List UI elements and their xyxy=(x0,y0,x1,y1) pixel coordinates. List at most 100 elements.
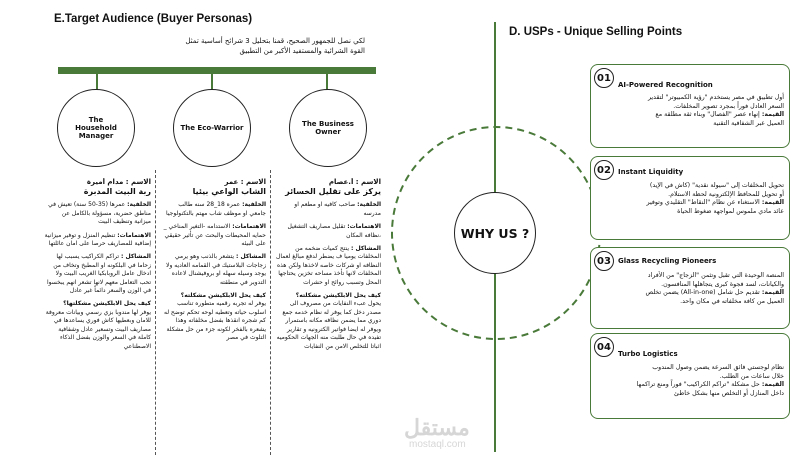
problems-label: المشاكل : xyxy=(235,253,266,261)
persona-background: الخلفية: عمره 18_28 سنه طالب جامعي او مو… xyxy=(160,201,266,218)
interests-label: الاهتمامات: xyxy=(347,223,381,231)
persona-problems: المشاكل : يتشعر بالذنب وهو يرمي زجاجات ا… xyxy=(160,253,266,287)
interests-text: تقليل مصاريف التشغيل ،نظافه المكان xyxy=(287,223,381,239)
persona-interests: الاهتمامات: تنظيم المنزل و توفير ميزانية… xyxy=(44,232,151,249)
watermark-logo: مستقل xyxy=(404,415,470,440)
why-us-circle: WHY US ? xyxy=(454,192,536,274)
audience-intro-line-2: القوة الشرائية والمستفيد الأكبر من التطب… xyxy=(239,47,365,55)
usp-line: عائد مادي ملموس لمواجهة ضغوط الحياة xyxy=(677,207,784,215)
connector-household xyxy=(96,74,98,91)
persona-circle-eco-label: The Eco-Warrior xyxy=(180,124,244,132)
usp-number-4: 04 xyxy=(594,337,614,357)
audience-intro-line-1: لكي نصل للجمهور الصحيح، قمنا بتحليل 3 شر… xyxy=(185,37,365,45)
persona-name-sub: ربة البيت المدبرة xyxy=(83,187,151,197)
usp-heading-4: Turbo Logistics xyxy=(618,350,678,358)
background-label: الخلفية: xyxy=(242,201,266,209)
interests-text: الاستدامه -التغير المناخي _ حمايه المحيط… xyxy=(163,223,266,248)
usp-line: خلال ساعات من الطلب. xyxy=(719,372,784,380)
watermark-url: mostaql.com xyxy=(409,439,466,450)
usp-line: داخل المنازل أو التخلص منها بشكل خاطئ xyxy=(674,389,784,397)
solution-question: كيف يحل الابلكيشن مشكلته؟ xyxy=(180,292,266,300)
persona-problems: المشاكل : تراكم الكراكيب يسبب لها زحاما … xyxy=(44,253,151,295)
usp-value-label: القيمة: xyxy=(761,199,784,207)
usp-value-label: القيمة: xyxy=(761,289,784,297)
interests-text: تنظيم المنزل و توفير ميزانية إضافية للمص… xyxy=(44,231,151,248)
usp-line: أو تحويل للمحافظ الإلكترونية لحظة الاستل… xyxy=(668,190,784,198)
interests-label: الاهتمامات: xyxy=(232,223,266,231)
column-divider-1 xyxy=(155,170,156,455)
usp-value: القيمة: الاستغناء عن نظام "النقاط" التقل… xyxy=(594,199,784,208)
background-label: الخلفية: xyxy=(357,201,381,209)
usp-line: العميل عبر الشفافية التقنية xyxy=(713,119,784,127)
persona-name-sub: يركز على تقليل الخسائر xyxy=(285,187,381,197)
usp-text-1: أول تطبيق في مصر يستخدم "رؤية الكمبيوتر"… xyxy=(594,94,784,128)
connector-eco xyxy=(211,74,213,91)
why-us-label: WHY US ? xyxy=(460,225,530,241)
usp-text-4: نظام لوجستي فائق السرعة يضمن وصول المندو… xyxy=(594,364,784,398)
usp-value: القيمة: إنهاء عصر "الفصال" وبناء ثقة مطل… xyxy=(594,111,784,120)
usp-number-1: 01 xyxy=(594,68,614,88)
usp-value: القيمة: حل مشكلة "تراكم الكراكيب" فوراً … xyxy=(594,381,784,390)
usp-line: السعر العادل فوراً بمجرد تصوير المخلفات. xyxy=(673,102,784,110)
usp-card-2 xyxy=(590,156,790,240)
persona-circle-business-label: The Business Owner xyxy=(302,120,354,136)
persona-background: الخلفية: عمرها (35-50 سنة) تعيش في مناطق… xyxy=(44,201,151,226)
persona-problems: المشاكل : ينتج كميات ضخمه من المخلفات يو… xyxy=(275,245,381,287)
solution-text: يوفر لها مندوبا بزي رسمي وبيانات معروفة … xyxy=(45,308,151,350)
usp-line: المنصة الوحيدة التي تقبل وتثمن "الزجاج" … xyxy=(647,272,784,279)
usp-heading-1: AI-Powered Recognition xyxy=(618,81,713,89)
problems-label: المشاكل : xyxy=(350,245,381,253)
usp-card-4 xyxy=(590,333,790,419)
usp-number-2: 02 xyxy=(594,160,614,180)
connector-business xyxy=(326,74,328,91)
persona-header-bar xyxy=(58,67,376,74)
persona-column-eco: الاسم : عمر الشاب الواعي بيئيا الخلفية: … xyxy=(160,178,266,458)
column-divider-2 xyxy=(270,170,271,455)
problems-text: يتشعر بالذنب وهو يرمي زجاجات البلاستيك ف… xyxy=(166,253,266,286)
usp-line: والكيانات، لسد فجوة كبرى يتجاهلها المناف… xyxy=(661,280,784,288)
problems-text: ينتج كميات ضخمه من المخلفات يوميا ف يضطر… xyxy=(275,245,381,286)
usp-value-text: تقديم حل شامل (All-in-one) يضمن تخلص xyxy=(645,289,762,297)
usp-line: تحويل المخلفات إلى "سيولة نقدية" (كاش في… xyxy=(649,182,784,189)
usp-value-text: إنهاء عصر "الفصال" وبناء ثقة مطلقة مع xyxy=(655,111,762,119)
usp-number-3: 03 xyxy=(594,251,614,271)
persona-name-label: الاسم : أ.عصام xyxy=(328,178,381,186)
usp-value-text: الاستغناء عن نظام "النقاط" التقليدي وتوف… xyxy=(646,199,762,207)
persona-circle-household: The Household Manager xyxy=(57,89,135,167)
usp-heading-2: Instant Liquidity xyxy=(618,168,684,176)
persona-name-label: الاسم : مدام أميرة xyxy=(86,178,151,186)
problems-label: المشاكل : xyxy=(120,253,151,261)
background-text: صاحب كافيه او مطعم او مدرسه xyxy=(294,201,381,217)
usp-title: D. USPs - Unique Selling Points xyxy=(509,26,683,38)
usp-heading-3: Glass Recycling Pioneers xyxy=(618,257,717,265)
background-text: عمرها (35-50 سنة) تعيش في مناطق حضرية، م… xyxy=(48,201,151,226)
persona-interests: الاهتمامات: تقليل مصاريف التشغيل ،نظافه … xyxy=(275,223,381,240)
interests-label: الاهتمامات: xyxy=(117,231,151,239)
solution-question: كيف يحل الابلكيشن مشكلتها؟ xyxy=(63,300,151,308)
persona-circle-eco: The Eco-Warrior xyxy=(173,89,251,167)
solution-text: يحول عبء النفايات من مصروف الى مصدر دخل … xyxy=(276,300,381,350)
persona-column-business: الاسم : أ.عصام يركز على تقليل الخسائر ال… xyxy=(275,178,381,458)
usp-text-2: تحويل المخلفات إلى "سيولة نقدية" (كاش في… xyxy=(594,182,784,216)
background-text: عمره 18_28 سنه طالب جامعي او موظف شاب مه… xyxy=(166,201,266,217)
usp-value-text: حل مشكلة "تراكم الكراكيب" فوراً ومنع ترا… xyxy=(636,381,762,389)
usp-line: نظام لوجستي فائق السرعة يضمن وصول المندو… xyxy=(652,364,784,371)
usp-value-label: القيمة: xyxy=(761,381,784,389)
persona-name-sub: الشاب الواعي بيئيا xyxy=(192,187,266,197)
background-label: الخلفية: xyxy=(127,201,151,209)
solution-question: كيف يحل الابلكيشن مشكلته؟ xyxy=(295,292,381,300)
usp-line: العميل من كافة مخلفاته في مكان واحد. xyxy=(680,297,784,305)
persona-interests: الاهتمامات: الاستدامه -التغير المناخي _ … xyxy=(160,223,266,248)
persona-circle-household-label: The Household Manager xyxy=(75,116,117,140)
audience-intro: لكي نصل للجمهور الصحيح، قمنا بتحليل 3 شر… xyxy=(150,36,365,56)
persona-background: الخلفية: صاحب كافيه او مطعم او مدرسه xyxy=(275,201,381,218)
persona-circle-business: The Business Owner xyxy=(289,89,367,167)
usp-value-label: القيمة: xyxy=(761,111,784,119)
usp-line: أول تطبيق في مصر يستخدم "رؤية الكمبيوتر"… xyxy=(647,94,784,101)
usp-text-3: المنصة الوحيدة التي تقبل وتثمن "الزجاج" … xyxy=(594,272,784,306)
persona-column-household: الاسم : مدام أميرة ربة البيت المدبرة الخ… xyxy=(44,178,151,458)
solution-text: يوفر له تجربه رقميه متطوره تناسب اسلوب ح… xyxy=(163,300,266,342)
problems-text: تراكم الكراكيب يسبب لها زحاما في البلكون… xyxy=(46,253,151,295)
usp-card-3 xyxy=(590,247,790,329)
persona-name-label: الاسم : عمر xyxy=(224,178,267,186)
